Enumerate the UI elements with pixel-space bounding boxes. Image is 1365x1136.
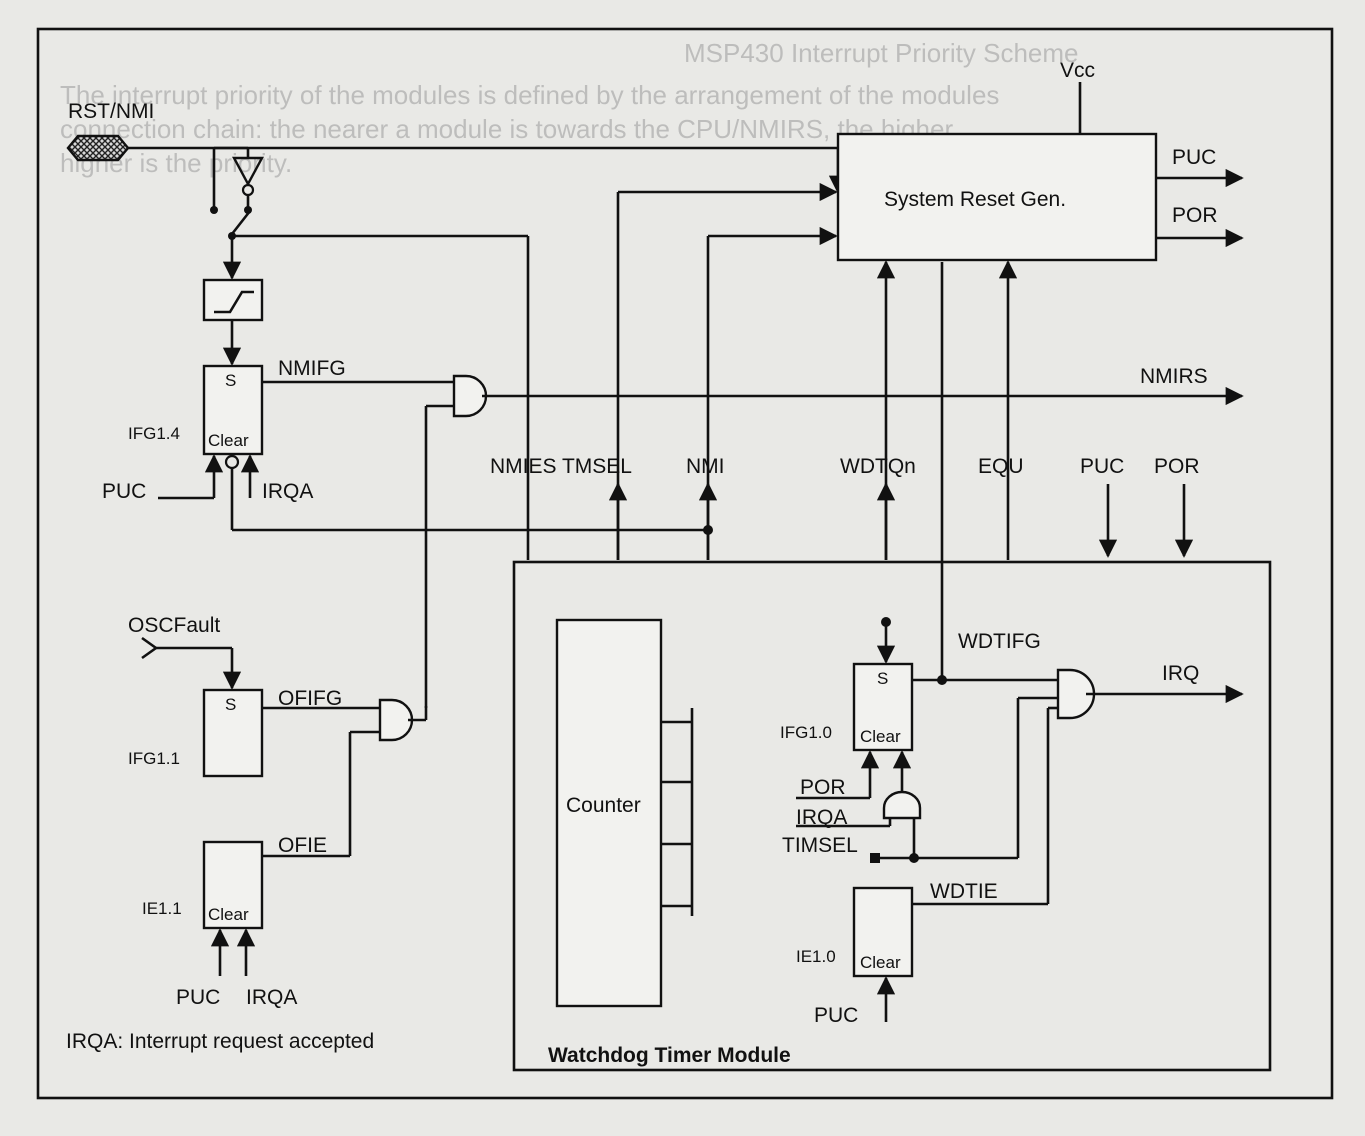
ie10-register (852, 886, 914, 978)
por-output-label: POR (1172, 204, 1218, 227)
reset-gen-inputs (616, 182, 1018, 680)
ifg14-s-label: S (225, 371, 236, 390)
ifg11-s-label: S (225, 695, 236, 714)
puc-output-label: PUC (1172, 146, 1216, 169)
system-reset-gen-label: System Reset Gen. (884, 188, 1066, 211)
ifg11-flipflop (202, 688, 264, 778)
clear-and-gate (882, 790, 922, 820)
wdtie-label: WDTIE (930, 880, 998, 903)
rst-nmi-label: RST/NMI (68, 100, 154, 123)
counter-block (555, 618, 663, 1008)
nmies-tmsel-label: NMIES TMSEL (490, 455, 632, 478)
bleed-line-2: connection chain: the nearer a module is… (60, 114, 953, 144)
timsel-label: TIMSEL (782, 834, 858, 857)
ifg14-clear-inputs (158, 454, 708, 532)
puc-input-label: PUC (1080, 455, 1124, 478)
nmi-label: NMI (686, 455, 725, 478)
edge-detector-icon (214, 290, 254, 314)
outer-frame (36, 27, 1334, 1100)
ifg14-clear-label: Clear (208, 431, 249, 450)
irqa-wdt-label: IRQA (796, 806, 847, 829)
ie10-clear-label: Clear (860, 953, 901, 972)
ofie-label: OFIE (278, 834, 327, 857)
ie11-clear-label: Clear (208, 905, 249, 924)
ifg10-clear-logic (796, 696, 1058, 863)
irqa-ie11-label: IRQA (246, 986, 297, 1009)
nmifg-label: NMIFG (278, 357, 346, 380)
osc-and-gate (378, 698, 414, 742)
wdtqn-label: WDTQn (840, 455, 916, 478)
bleed-heading: MSP430 Interrupt Priority Scheme (684, 38, 1079, 68)
irq-and-gate (1056, 668, 1096, 720)
bleed-through-text: MSP430 Interrupt Priority Scheme The int… (60, 38, 1079, 178)
ie10-label: IE1.0 (796, 947, 836, 966)
ie11-label: IE1.1 (142, 899, 182, 918)
wdtifg-label: WDTIFG (958, 630, 1041, 653)
ifg10-clear-label: Clear (860, 727, 901, 746)
oscfault-input-icon (141, 636, 159, 660)
bleed-line-1: The interrupt priority of the modules is… (60, 80, 999, 110)
ifg10-s-label: S (877, 669, 888, 688)
inverter-icon (231, 156, 265, 187)
nmi-and-gate (452, 374, 488, 418)
system-reset-generator (836, 132, 1158, 262)
ifg14-flipflop (202, 364, 264, 456)
por-input-label: POR (1154, 455, 1200, 478)
counter-label: Counter (566, 794, 641, 817)
por-wdt-label: POR (800, 776, 846, 799)
watchdog-timer-module (512, 560, 1272, 1072)
ie11-register (202, 840, 264, 930)
irqa-ifg14-label: IRQA (262, 480, 313, 503)
rst-nmi-wiring (128, 146, 848, 560)
ofifg-label: OFIFG (278, 687, 342, 710)
ifg11-label: IFG1.1 (128, 749, 180, 768)
puc-ifg14-label: PUC (102, 480, 146, 503)
rst-nmi-pin-icon (66, 134, 130, 162)
equ-label: EQU (978, 455, 1024, 478)
ifg10-flipflop (852, 662, 914, 752)
puc-ie11-label: PUC (176, 986, 220, 1009)
irq-label: IRQ (1162, 662, 1199, 685)
puc-ie10-label: PUC (814, 1004, 858, 1027)
counter-taps (661, 708, 694, 916)
nmirs-label: NMIRS (1140, 365, 1208, 388)
oscfault-label: OSCFault (128, 614, 220, 637)
ifg10-label: IFG1.0 (780, 723, 832, 742)
edge-detector-box (202, 278, 264, 322)
switch-icon (230, 210, 252, 235)
ifg14-label: IFG1.4 (128, 424, 180, 443)
irqa-note: IRQA: Interrupt request accepted (66, 1030, 374, 1053)
vcc-label: Vcc (1060, 59, 1095, 82)
watchdog-timer-module-label: Watchdog Timer Module (548, 1044, 791, 1067)
wdt-top-arrows (608, 482, 1194, 560)
